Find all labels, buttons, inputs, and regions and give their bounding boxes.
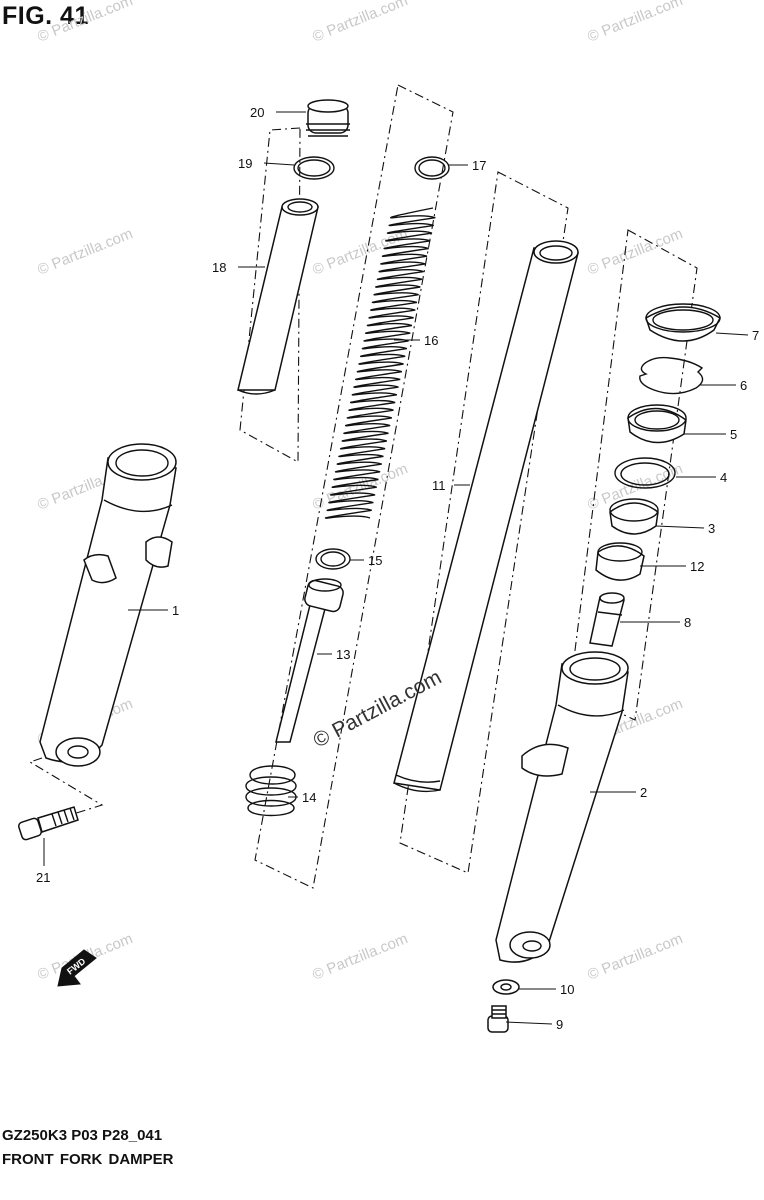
part-10-gasket[interactable]: [492, 979, 520, 995]
callout-20: 20: [250, 105, 264, 120]
part-17-washer[interactable]: [414, 156, 450, 180]
callout-7: 7: [752, 328, 759, 343]
callout-2: 2: [640, 785, 647, 800]
watermark: © Partzilla.com: [585, 0, 685, 46]
part-5-oil-seal[interactable]: [627, 404, 687, 444]
callout-9: 9: [556, 1017, 563, 1032]
part-15-ring[interactable]: [315, 548, 351, 570]
part-14-rebound-spring[interactable]: [245, 765, 297, 817]
watermark: © Partzilla.com: [35, 225, 135, 279]
callout-12: 12: [690, 559, 704, 574]
part-8-oil-lock-piece[interactable]: [589, 592, 625, 647]
callout-6: 6: [740, 378, 747, 393]
watermark: © Partzilla.com: [310, 460, 410, 514]
callout-10: 10: [560, 982, 574, 997]
part-13-cylinder[interactable]: [275, 578, 345, 743]
callout-8: 8: [684, 615, 691, 630]
part-4-washer[interactable]: [614, 457, 676, 489]
part-3-bushing[interactable]: [609, 498, 659, 535]
watermark: © Partzilla.com: [585, 930, 685, 984]
part-20-cap-bolt[interactable]: [306, 99, 350, 137]
part-6-stopper-ring[interactable]: [639, 356, 704, 395]
watermark: © Partzilla.com: [35, 0, 135, 46]
callout-17: 17: [472, 158, 486, 173]
callout-19: 19: [238, 156, 252, 171]
part-11-inner-tube[interactable]: [393, 240, 579, 793]
part-9-bolt[interactable]: [487, 1005, 509, 1033]
part-21-bolt[interactable]: [17, 806, 79, 841]
callout-14: 14: [302, 790, 316, 805]
part-12-bushing[interactable]: [595, 542, 645, 581]
callout-5: 5: [730, 427, 737, 442]
figure-title: FIG. 41: [2, 2, 89, 30]
model-code: GZ250K3 P03 P28_041: [2, 1127, 163, 1144]
part-7-dust-seal[interactable]: [645, 303, 721, 342]
leader-lines: [43, 111, 749, 1025]
watermark: © Partzilla.com: [310, 0, 410, 46]
callout-16: 16: [424, 333, 438, 348]
callout-1: 1: [172, 603, 179, 618]
callout-11: 11: [432, 478, 446, 493]
part-16-fork-spring[interactable]: [324, 207, 436, 519]
callout-4: 4: [720, 470, 727, 485]
assembly-outlines: [28, 84, 698, 889]
callout-18: 18: [212, 260, 226, 275]
assembly-outline-seals: [569, 229, 698, 721]
part-19-o-ring[interactable]: [293, 156, 335, 180]
part-1-outer-tube-left[interactable]: [39, 443, 177, 767]
callout-15: 15: [368, 553, 382, 568]
callout-21: 21: [36, 870, 50, 885]
part-2-outer-tube-right[interactable]: [495, 651, 629, 963]
callout-3: 3: [708, 521, 715, 536]
callout-13: 13: [336, 647, 350, 662]
assembly-outline-inner-tube: [399, 171, 569, 874]
figure-name: FRONT FORK DAMPER: [2, 1151, 174, 1168]
watermark: © Partzilla.com: [310, 930, 410, 984]
assembly-outline-spacer: [239, 127, 301, 463]
part-18-spacer-pipe[interactable]: [237, 198, 319, 395]
callout-labels: 20 19 18 17 16 15 13 14 11 1 21 7 6 5 4 …: [36, 105, 759, 1032]
assembly-outline-damper: [254, 84, 454, 889]
watermark: © Partzilla.com: [585, 225, 685, 279]
